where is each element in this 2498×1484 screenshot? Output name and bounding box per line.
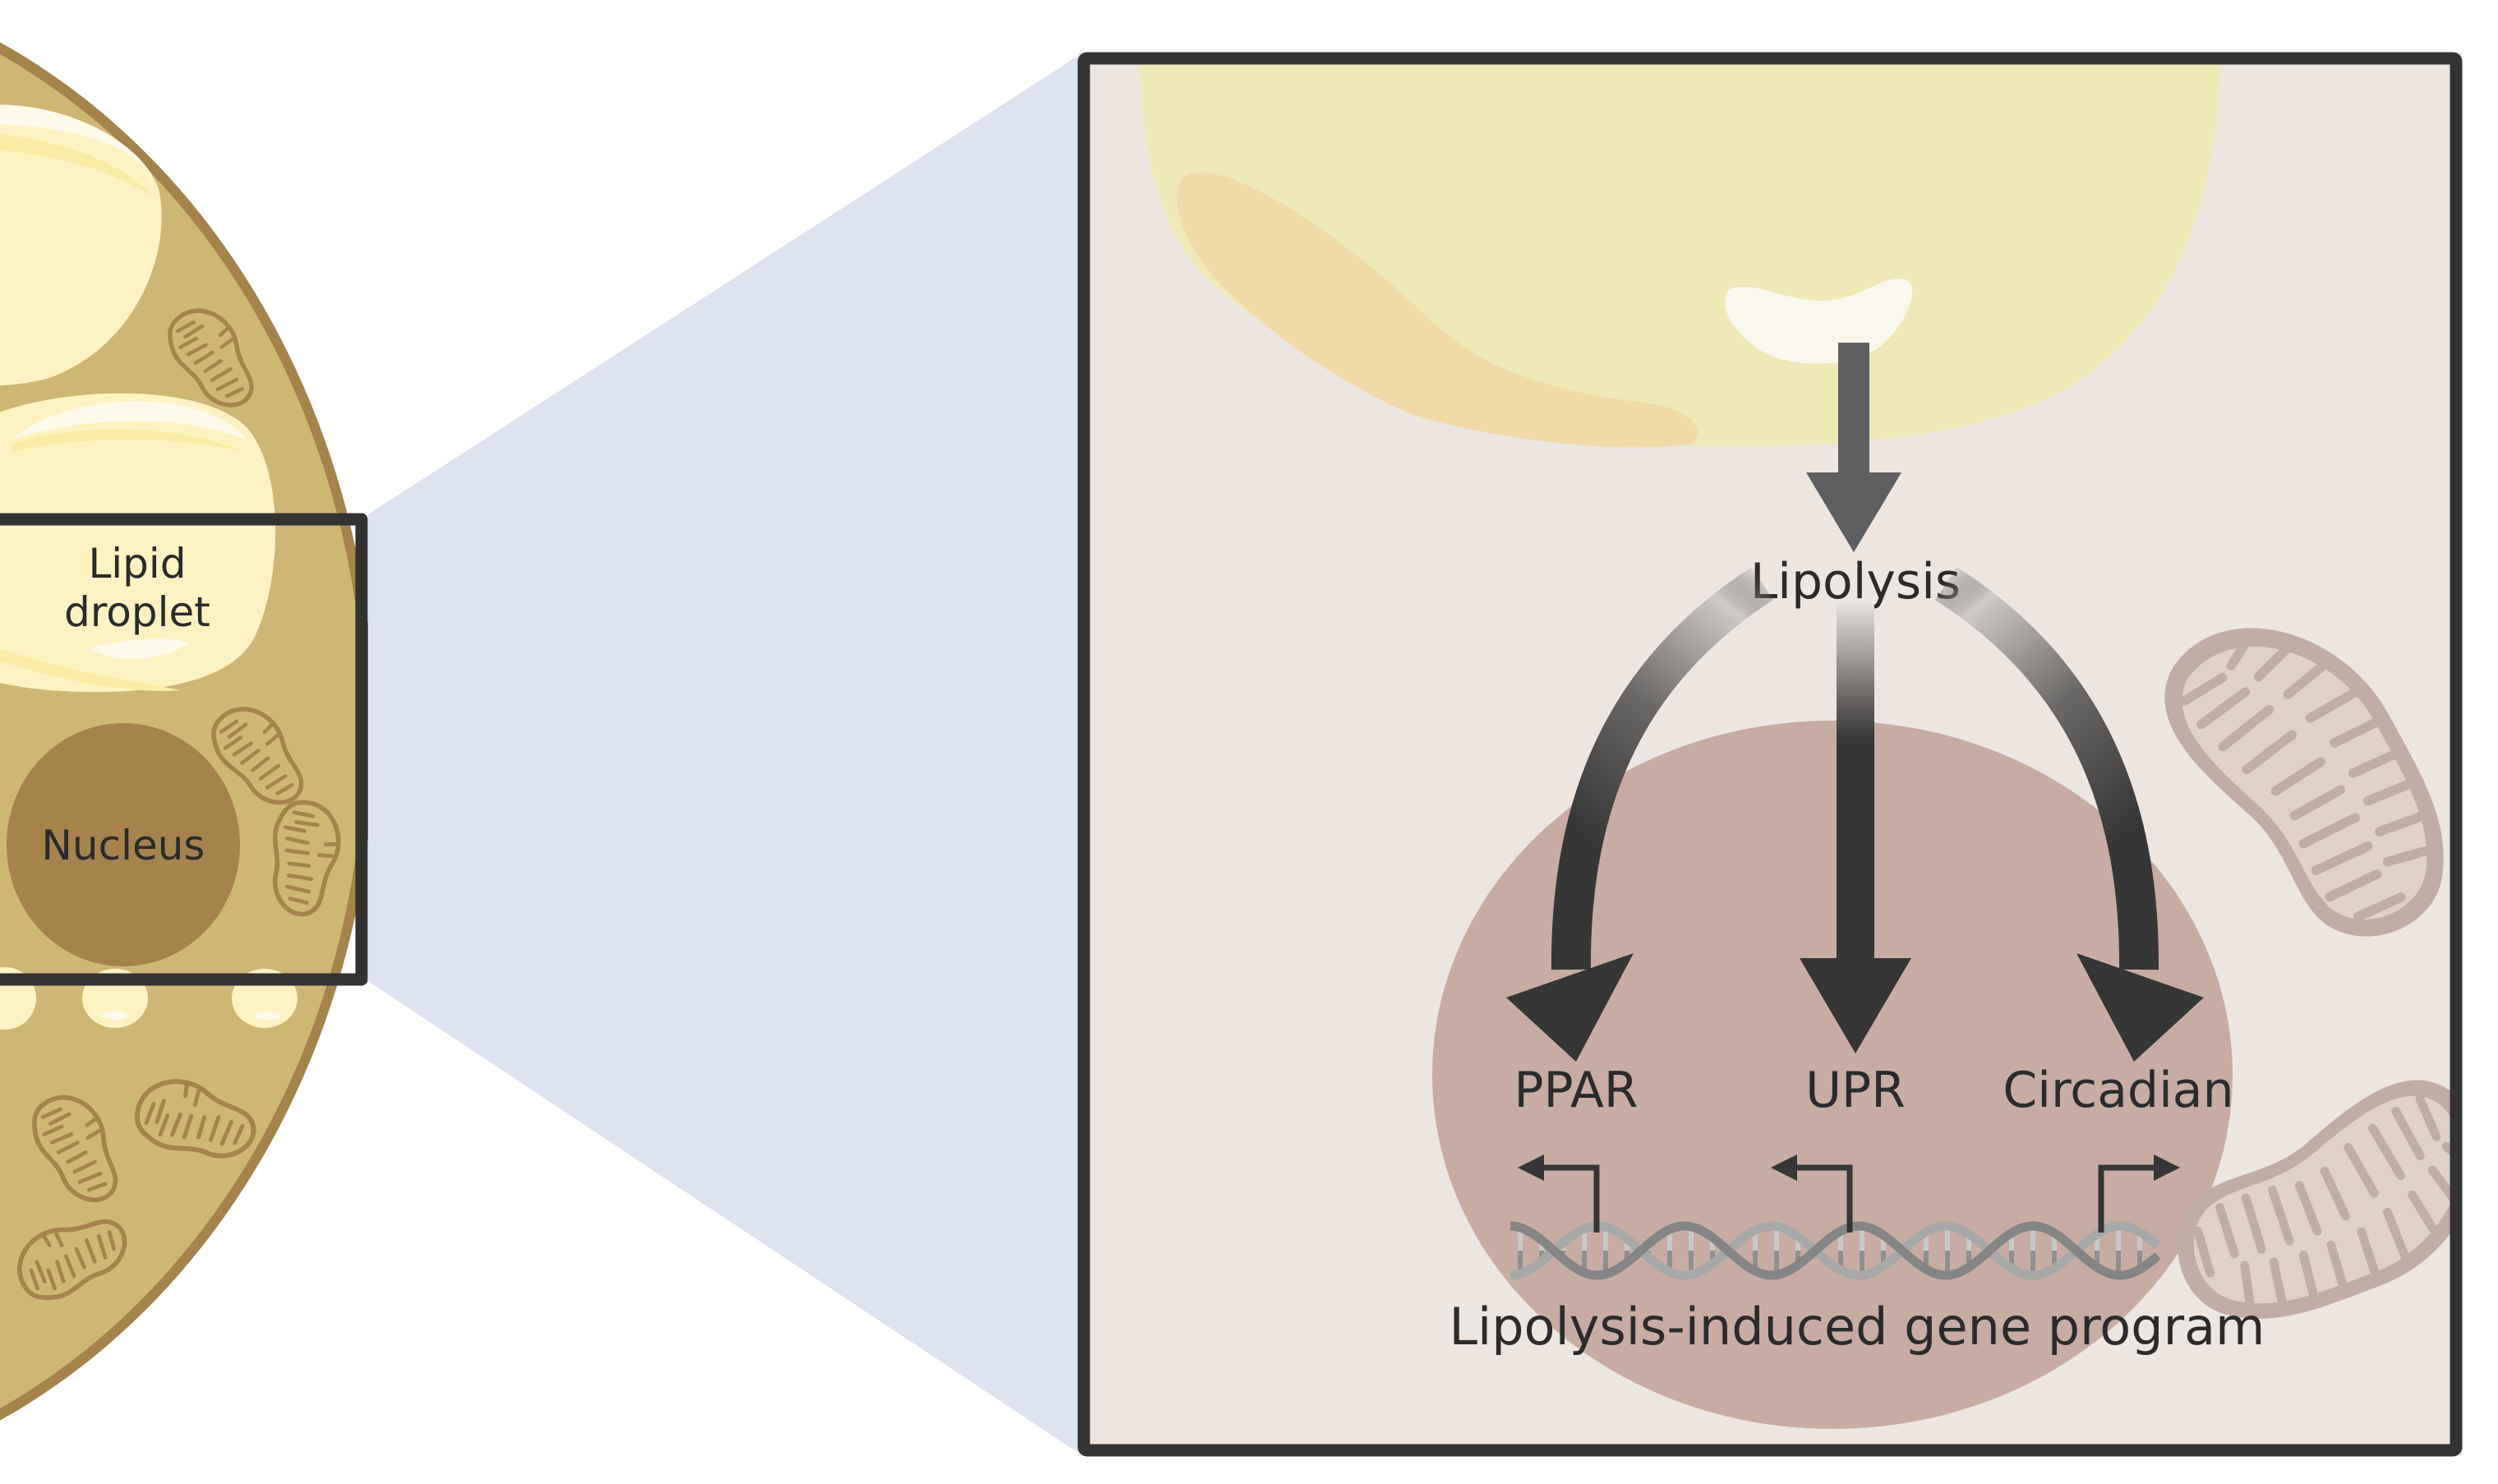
promoter-arrow-ppar: [1518, 1154, 1600, 1233]
cell-cytoplasm: [0, 54, 365, 1408]
promoter-arrow-upr: [1771, 1154, 1853, 1233]
lipolysis-arrow: [1806, 343, 1901, 552]
lipid-droplet-label-line1: Lipid: [88, 540, 186, 588]
lipid-droplet-main: [0, 393, 276, 693]
pathway-arrow-upr: [1800, 604, 1911, 1053]
overview-cell: Lipid droplet Nucleus: [0, 42, 375, 1421]
promoter-arrow-circadian: [2098, 1154, 2180, 1233]
pathway-arrow-ppar: [1506, 566, 1774, 1062]
pathway-arrow-circadian: [1935, 566, 2204, 1062]
detail-panel-border: [1077, 52, 2463, 1457]
zoom-projection: [368, 56, 1078, 1453]
target-label-upr: UPR: [1805, 1062, 1906, 1119]
gene-program-label: Lipolysis-induced gene program: [1449, 1297, 2265, 1357]
lipid-droplet-top: [0, 104, 162, 387]
target-label-circadian: Circadian: [2003, 1062, 2233, 1119]
nucleus-label: Nucleus: [42, 822, 205, 869]
cell-nucleus: [7, 723, 240, 966]
panel-lipid-droplet: [1139, 59, 2220, 448]
lipid-droplet-label-line2: droplet: [64, 588, 210, 636]
detail-panel: Lipolysis PPAR UPR Circadian: [1077, 52, 2463, 1457]
dna-strand-light: [1509, 1221, 2161, 1280]
target-label-ppar: PPAR: [1514, 1062, 1638, 1119]
dna-helix: [1509, 1221, 2161, 1280]
dna-strand-dark: [1509, 1221, 2161, 1280]
zoom-region-box: [0, 513, 368, 986]
lipolysis-label: Lipolysis: [1750, 553, 1961, 611]
